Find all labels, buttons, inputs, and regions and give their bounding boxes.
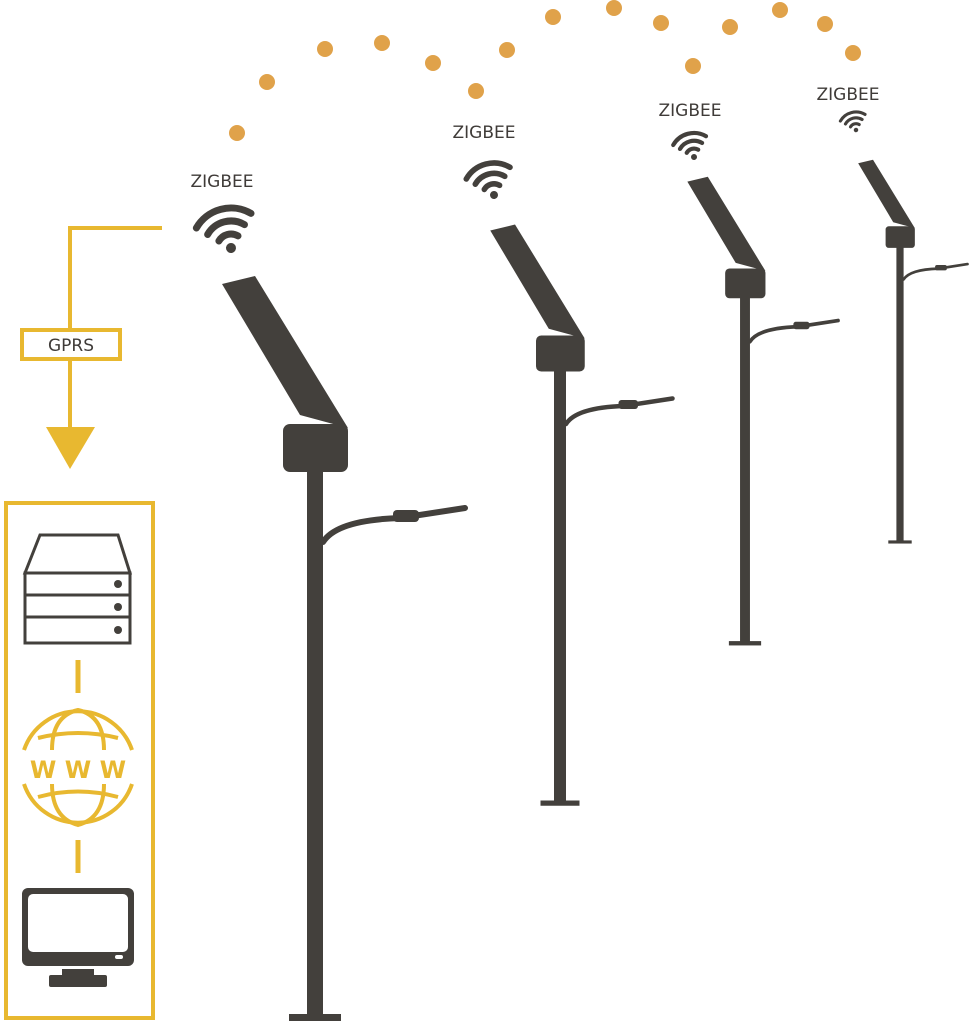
- mesh-dot: [425, 55, 441, 71]
- mesh-dot: [653, 15, 669, 31]
- zigbee-label: ZIGBEE: [191, 172, 254, 192]
- solar-panel-arm: [490, 224, 585, 339]
- mesh-dot: [845, 45, 861, 61]
- controller-housing: [536, 335, 585, 372]
- luminaire: [793, 321, 810, 330]
- streetlight-3: ZIGBEE: [659, 101, 840, 646]
- controller-housing: [283, 424, 348, 472]
- mesh-dot: [468, 83, 484, 99]
- solar-panel-arm: [687, 176, 766, 271]
- controller-housing: [885, 226, 915, 248]
- globe-www-text: W W W: [30, 756, 126, 784]
- gprs-box: [20, 328, 122, 361]
- gprs-line-top: [68, 226, 162, 331]
- wifi-icon: [192, 204, 255, 253]
- streetlight-2: ZIGBEE: [453, 123, 675, 806]
- streetlight-1: ZIGBEE: [191, 172, 468, 1021]
- luminaire: [393, 510, 419, 522]
- luminaire: [935, 265, 947, 271]
- pole: [554, 370, 566, 805]
- zigbee-label: ZIGBEE: [659, 101, 722, 121]
- controller-housing: [725, 268, 766, 299]
- pole-base: [289, 1014, 341, 1021]
- wifi-icon: [463, 160, 513, 200]
- zigbee-label: ZIGBEE: [817, 85, 880, 105]
- wifi-icon: [838, 110, 867, 133]
- gprs-link: [20, 226, 162, 430]
- mesh-dot: [499, 42, 515, 58]
- mesh-dot: [545, 9, 561, 25]
- mesh-dot: [259, 74, 275, 90]
- pole: [307, 470, 323, 1020]
- server-icon: [22, 533, 133, 645]
- pole: [740, 297, 750, 645]
- pole-base: [888, 540, 912, 544]
- pole-base: [728, 641, 762, 646]
- zigbee-mesh-dots: [229, 0, 861, 141]
- zigbee-label: ZIGBEE: [453, 123, 516, 143]
- streetlight-4: ZIGBEE: [817, 85, 969, 544]
- solar-panel-arm: [222, 276, 348, 428]
- gprs-label: GPRS: [48, 336, 94, 356]
- mesh-dot: [229, 125, 245, 141]
- globe-icon: [22, 707, 134, 828]
- streetlights: ZIGBEE ZIGBEE ZIGBEE ZIGBEE: [191, 85, 969, 1021]
- mesh-dot: [317, 41, 333, 57]
- solar-panel-arm: [858, 159, 915, 229]
- mesh-dot: [606, 0, 622, 16]
- mesh-dot: [772, 2, 788, 18]
- mesh-dot: [722, 19, 738, 35]
- wifi-icon: [671, 130, 709, 161]
- pole: [896, 247, 904, 544]
- backend-panel: [4, 501, 155, 1020]
- mesh-dot: [374, 35, 390, 51]
- mesh-dot: [817, 16, 833, 32]
- arrow-down-icon: [46, 427, 95, 469]
- pole-base: [540, 800, 580, 806]
- luminaire: [618, 400, 638, 409]
- monitor-icon: [22, 888, 134, 987]
- mesh-dot: [685, 58, 701, 74]
